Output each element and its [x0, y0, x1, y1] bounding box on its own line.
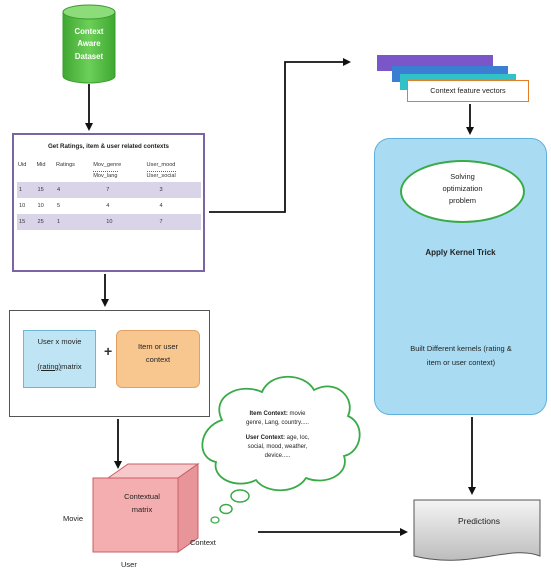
user-context-label: User Context:: [245, 434, 285, 441]
optimization-line: optimization: [442, 184, 483, 193]
item-context-line: genre, Lang, country.....: [246, 420, 309, 427]
context-card-line: Item or user: [137, 342, 178, 351]
kernel-trick-title: Apply Kernel Trick: [425, 248, 496, 257]
table-cell: 5: [55, 198, 93, 215]
predictions-label: Predictions: [457, 516, 501, 526]
dataset-label-line: Dataset: [74, 51, 104, 61]
column-header: Mid: [35, 159, 55, 182]
table-cell: 4: [92, 198, 146, 215]
optimization-line: Solving: [450, 172, 475, 181]
user-context-line: social, mood, weather,: [247, 443, 308, 450]
movie-axis-label: Movie: [63, 514, 84, 523]
column-header-main: Mid: [36, 162, 46, 168]
table-cell: 4: [145, 198, 201, 215]
matrix-word: matrix: [61, 362, 82, 371]
user-axis-label: User: [121, 560, 137, 569]
table-cell: 7: [92, 182, 146, 199]
plus-sign: +: [104, 343, 113, 359]
user-movie-matrix-title: User x movie: [37, 337, 82, 346]
column-header: Ratings: [55, 159, 92, 182]
table-cell: 10: [35, 198, 56, 215]
ratings-table-box: Get Ratings, item & user related context…: [12, 133, 205, 272]
item-context-label: Item Context:: [249, 411, 288, 417]
table-row: 10 10 5 4 4: [17, 198, 201, 215]
ratings-table-title: Get Ratings, item & user related context…: [47, 143, 170, 150]
built-kernels-line: Built Different kernels (rating &: [410, 344, 512, 353]
cloud-context-text: Item Context: movie genre, Lang, country…: [220, 410, 335, 461]
table-row: 1 15 4 7 3: [17, 182, 201, 199]
optimization-line: problem: [448, 196, 477, 205]
context-cloud: [201, 375, 361, 524]
item-user-context-card: Item or user context: [116, 330, 200, 388]
column-header-main: User_mood: [146, 162, 176, 168]
arrow-table-to-features: [209, 58, 351, 213]
table-cell: 1: [55, 214, 93, 231]
table-cell: 15: [17, 214, 36, 231]
optimization-ellipse: Solving optimization problem: [400, 160, 525, 223]
user-movie-matrix-subtitle: (rating)matrix: [24, 362, 95, 371]
user-context-line: User Context: age, loc,: [220, 434, 335, 443]
table-cell: 10: [17, 198, 36, 215]
context-card-line: context: [145, 354, 171, 364]
column-header-main: Ratings: [56, 162, 75, 168]
table-cell: 25: [35, 214, 56, 231]
item-context-value: movie: [287, 411, 306, 417]
dataset-label: Context Aware Dataset: [63, 26, 115, 63]
context-axis-label: Context: [190, 538, 216, 547]
table-cell: 10: [92, 214, 146, 231]
cube-label-line: Contextual: [124, 492, 160, 501]
item-context-line: Item Context: movie: [220, 410, 335, 419]
table-cell: 15: [35, 182, 56, 199]
contextual-matrix-cube: [92, 463, 200, 553]
built-kernels-text: Built Different kernels (rating & item o…: [380, 342, 542, 369]
column-header: Uid: [17, 159, 35, 182]
rating-underlined: (rating): [37, 362, 62, 371]
context-feature-vectors-label: Context feature vectors: [407, 80, 529, 102]
column-header-sub: Mov_lang: [93, 171, 118, 180]
cube-label-line: matrix: [131, 504, 153, 514]
user-context-line: device.....: [264, 453, 291, 460]
table-cell: 7: [145, 214, 201, 231]
column-header-main: Mov_genre: [93, 162, 122, 168]
cube-face-label: Contextual matrix: [114, 491, 170, 517]
table-cell: 4: [55, 182, 93, 199]
table-cell: 3: [145, 182, 201, 199]
built-kernels-line: item or user context): [426, 357, 496, 367]
table-row: 15 25 1 10 7: [17, 214, 201, 231]
predictions-shape: [413, 499, 541, 561]
column-header-main: Uid: [18, 162, 27, 168]
user-movie-matrix-card: User x movie (rating)matrix: [23, 330, 96, 388]
user-context-value: age, loc,: [284, 434, 310, 441]
column-header-sub: User_social: [146, 171, 176, 180]
dataset-label-line: Aware: [77, 39, 101, 49]
database-icon: [62, 4, 116, 84]
table-cell: 1: [17, 182, 36, 199]
dataset-label-line: Context: [74, 27, 104, 36]
